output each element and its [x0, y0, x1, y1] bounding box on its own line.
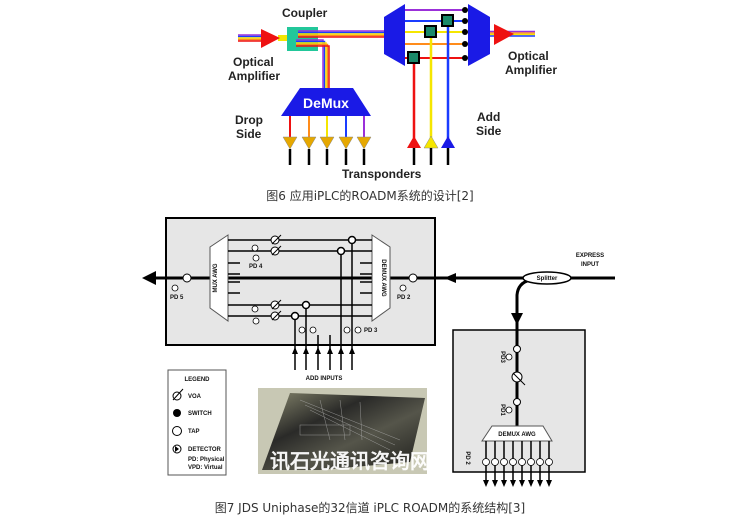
splitter — [522, 271, 572, 285]
demux-awg-right-block — [481, 425, 553, 442]
detector-icon — [509, 458, 517, 466]
drop-output-arrow — [501, 480, 507, 487]
amp-left-label-2: Amplifier — [228, 69, 280, 83]
pd3-label: PD 3 — [364, 328, 378, 334]
legend-tap: TAP — [188, 429, 200, 435]
legend-voa: VOA — [188, 394, 202, 400]
coupler-through-fibers — [296, 30, 385, 90]
drop-side-label-2: Side — [236, 127, 262, 141]
drop-output-arrow — [537, 480, 543, 487]
drop-output-arrow — [483, 480, 489, 487]
pd3-right-label: PD3 — [499, 351, 505, 363]
mux-left-block — [384, 4, 405, 66]
drop-outputs — [482, 441, 553, 487]
tap-icon-drop-2 — [513, 398, 521, 406]
switch-legend-icon — [173, 409, 181, 417]
chip-photo: 讯石光通讯咨询网 — [258, 388, 430, 474]
drop-output-arrow — [510, 480, 516, 487]
amp-right-label-2: Amplifier — [505, 63, 557, 77]
transponders-label: Transponders — [342, 167, 422, 181]
figure-7-iplc-roadm-diagram: MUX AWG DEMUX AWG — [142, 217, 615, 515]
pd4-label: PD 4 — [249, 264, 263, 270]
detector-icons — [171, 244, 407, 334]
detector-icon-pd3 — [505, 353, 513, 361]
drop-arrow — [511, 313, 523, 325]
detector-legend-icon — [172, 444, 182, 454]
add-side-paths — [412, 21, 450, 138]
add-side-transponders — [407, 135, 455, 165]
pd1-right-label: PD1 — [499, 404, 505, 416]
switch-icons — [290, 235, 357, 321]
detector-icon — [545, 458, 553, 466]
wavelength-lanes — [405, 7, 468, 61]
drop-output-arrow — [519, 480, 525, 487]
express-input-label-1: EXPRESS — [576, 253, 604, 259]
tap-icon-left — [182, 273, 192, 283]
drop-output-arrow — [546, 480, 552, 487]
mux-right-block — [468, 4, 490, 66]
legend-switch: SWITCH — [188, 411, 212, 417]
legend-pd-note: PD: Physical — [188, 457, 225, 463]
voa-icons — [270, 234, 282, 321]
figure-7-caption: 图7 JDS Uniphase的32信道 iPLC ROADM的系统结构[3] — [215, 500, 526, 515]
detector-icon — [527, 458, 535, 466]
add-inputs-label: ADD INPUTS — [306, 376, 343, 382]
watermark: 讯石光通讯咨询网 — [270, 449, 430, 473]
drop-output-arrow — [492, 480, 498, 487]
voa-legend-icon — [172, 388, 184, 401]
amp-left-label-1: Optical — [233, 55, 274, 69]
amp-right-label-1: Optical — [508, 49, 549, 63]
legend: LEGEND VOA SWITCH TAP DETECTOR PD: Physi… — [167, 369, 227, 476]
demux-awg-label: DEMUX AWG — [380, 259, 386, 297]
figure-6-roadm-diagram: Coupler Optical Amplifier DeMux Drop Sid… — [228, 4, 557, 203]
voa-icon-drop — [511, 371, 526, 386]
drop-side-transponders — [282, 116, 372, 165]
demux-awg-right-label: DEMUX AWG — [498, 432, 536, 438]
optical-amplifier-left — [261, 29, 280, 48]
optical-switch-icons — [407, 14, 454, 64]
pd2-label: PD 2 — [397, 295, 411, 301]
detector-icon — [482, 458, 490, 466]
add-side-label-1: Add — [477, 110, 500, 124]
demux-label: DeMux — [303, 95, 349, 111]
tap-icon-drop-1 — [513, 345, 521, 353]
legend-detector: DETECTOR — [188, 447, 222, 453]
tap-legend-icon — [172, 426, 182, 436]
splitter-label: Splitter — [537, 276, 558, 282]
mux-awg-block — [209, 234, 229, 322]
drop-side-label-1: Drop — [235, 113, 263, 127]
iplc-main-box — [165, 217, 436, 346]
legend-title: LEGEND — [184, 377, 210, 383]
pd2-right-label: PD 2 — [464, 451, 470, 465]
drop-output-arrow — [528, 480, 534, 487]
output-arrow — [142, 271, 156, 285]
add-input-arrows — [292, 347, 355, 354]
legend-vpd-note: VPD: Virtual — [188, 465, 223, 471]
detector-icon-pd1 — [505, 406, 513, 414]
add-side-label-2: Side — [476, 124, 502, 138]
express-in-arrow — [444, 273, 456, 283]
pd5-label: PD 5 — [170, 295, 184, 301]
coupler-label: Coupler — [282, 6, 328, 20]
optical-amplifier-right — [494, 24, 514, 45]
demux-block — [281, 88, 371, 116]
detector-icon — [518, 458, 526, 466]
detector-icon — [536, 458, 544, 466]
figure-6-caption: 图6 应用iPLC的ROADM系统的设计[2] — [266, 188, 473, 203]
express-input-label-2: INPUT — [581, 262, 599, 268]
mux-awg-label: MUX AWG — [213, 263, 219, 292]
detector-icon — [500, 458, 508, 466]
detector-icon — [491, 458, 499, 466]
tap-icon-right — [408, 273, 418, 283]
